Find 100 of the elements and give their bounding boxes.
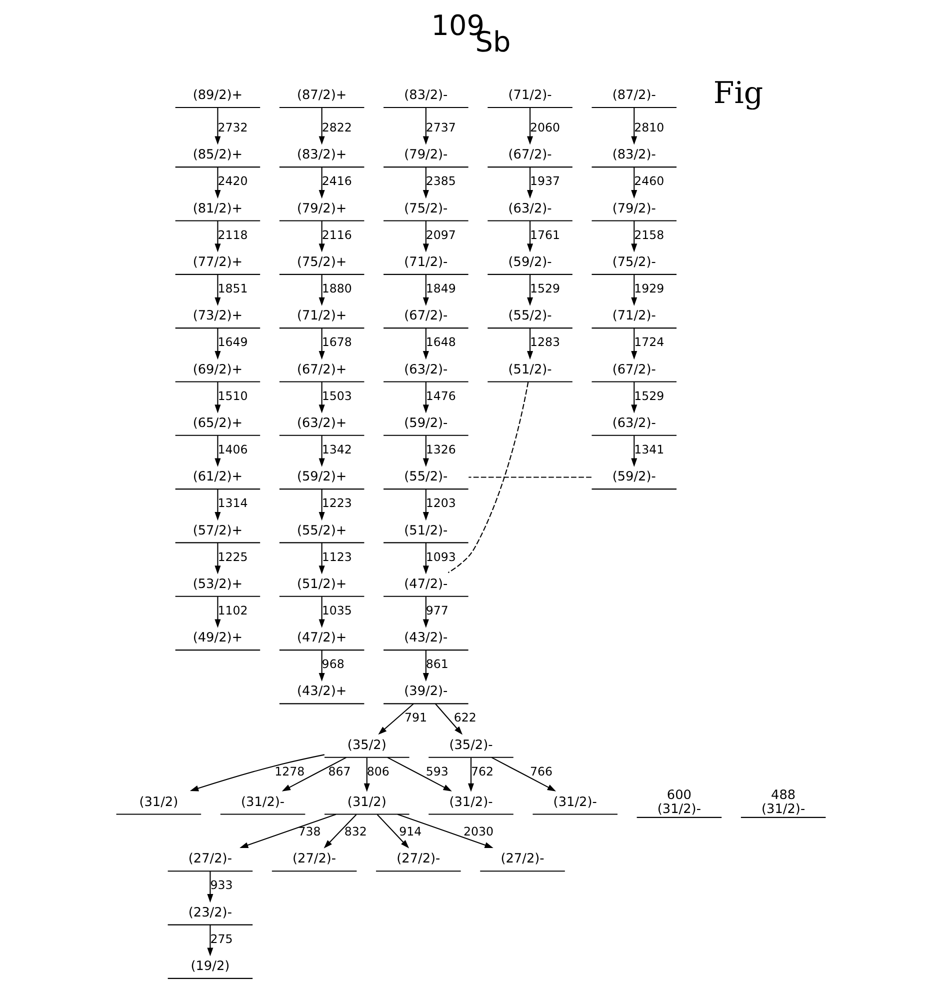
node-text: (51/2)-: [404, 523, 448, 538]
arrow: [214, 220, 220, 252]
node-text: (75/2)-: [612, 254, 656, 270]
node-text: (47/2)+: [296, 630, 346, 646]
node-text: (47/2)-: [404, 576, 448, 592]
edge-label: 1880: [321, 281, 352, 296]
arrow: [318, 596, 324, 628]
edge-label: 1529: [530, 281, 560, 296]
edge-label: 861: [425, 657, 448, 672]
arrow: [386, 756, 452, 792]
edge-label: 933: [210, 878, 232, 892]
arrow: [422, 542, 428, 574]
arrow: [422, 489, 428, 521]
edge-label: 1342: [321, 442, 352, 456]
edge-label: 2385: [425, 174, 456, 188]
edge-label: 762: [470, 764, 494, 778]
node-text: (31/2): [138, 794, 178, 810]
edge-label: 968: [321, 657, 344, 672]
node-text: (51/2)+: [296, 576, 346, 592]
arrow: [630, 328, 637, 360]
arrow: [630, 382, 637, 414]
arrow: [630, 108, 637, 145]
edge-label: 1476: [425, 388, 456, 403]
arrow: [630, 274, 637, 306]
arrow: [422, 382, 428, 414]
node-text: (55/2)+: [296, 523, 346, 538]
node-text: (49/2)+: [192, 630, 242, 646]
edge-label: 867: [328, 764, 350, 778]
node-text: (71/2)-: [404, 254, 448, 270]
edge-label: 1649: [217, 335, 248, 350]
node-text: (71/2)-: [612, 308, 656, 324]
node-text: (27/2)-: [500, 852, 544, 867]
arrow: [318, 167, 324, 199]
node-text: (89/2)+: [192, 88, 242, 104]
node-text: 488 (31/2)-: [761, 788, 805, 817]
node-text: (87/2)-: [612, 88, 656, 104]
edge-label: 1529: [634, 388, 664, 403]
edge-label: 914: [398, 824, 422, 839]
arrow: [422, 328, 428, 360]
arrow: [206, 871, 213, 903]
node-text: (59/2)-: [404, 416, 448, 431]
arrow: [214, 596, 220, 628]
arrow: [206, 925, 213, 956]
arrow: [318, 650, 324, 682]
arrow: [526, 108, 533, 145]
arrow: [318, 274, 324, 306]
edge-label: 806: [366, 764, 389, 778]
node-text: (69/2)+: [192, 362, 242, 378]
node-text: (79/2)+: [296, 201, 346, 216]
edge-label: 2822: [321, 120, 352, 134]
arrow: [214, 108, 220, 145]
edge-label: 2416: [321, 174, 352, 188]
node-text: (79/2)-: [612, 201, 656, 216]
node-text: (39/2)-: [404, 684, 448, 700]
edge-label: 1225: [217, 550, 248, 564]
arrow: [214, 542, 220, 574]
node-text: (83/2)-: [404, 88, 448, 104]
edge-label: 1123: [321, 550, 352, 564]
edge-label: 2116: [321, 228, 352, 242]
edge-label: 1510: [217, 388, 248, 403]
label: Fig: [712, 76, 763, 112]
arrow: [467, 758, 474, 792]
node-text: (27/2)-: [188, 852, 232, 867]
edge-label: 977: [425, 603, 448, 618]
node-text: (63/2)+: [296, 416, 346, 431]
edge-label: 1102: [217, 603, 248, 618]
arrow: [490, 756, 556, 792]
edge-label: 1223: [321, 496, 352, 510]
arrow: [363, 758, 370, 792]
edge-label: 832: [344, 824, 366, 839]
arrow: [526, 274, 533, 306]
node-text: (31/2)-: [240, 794, 284, 810]
node-text: (35/2): [346, 738, 386, 753]
node-text: (67/2)-: [612, 362, 656, 378]
node-text: (63/2)-: [508, 201, 552, 216]
arrow: [281, 756, 346, 792]
edge-label: 1314: [217, 496, 248, 510]
edge-label: 1035: [321, 603, 352, 618]
node-text: (75/2)-: [404, 201, 448, 216]
arrow: [318, 220, 324, 252]
node-text: (61/2)+: [192, 470, 242, 485]
edge-label: 2060: [530, 120, 560, 134]
node-text: (67/2)-: [508, 148, 552, 163]
edge-label: 766: [530, 764, 552, 778]
edge-label: 738: [298, 824, 320, 839]
arrow: [422, 220, 428, 252]
node-text: (59/2)-: [508, 254, 552, 270]
edge-label: 1406: [217, 442, 248, 456]
arrow: [526, 328, 533, 360]
edge-label: 2118: [217, 228, 248, 242]
edge-label: 1851: [217, 281, 248, 296]
edge-label: 2158: [634, 228, 664, 242]
edge-label: 1849: [425, 281, 456, 296]
edge-label: 1093: [425, 550, 456, 564]
node-text: (27/2)-: [396, 852, 440, 867]
arrow: [422, 436, 428, 467]
arrow: [526, 167, 533, 199]
arrow: [630, 220, 637, 252]
node-text: (71/2)-: [508, 88, 552, 104]
connector: [447, 382, 528, 574]
